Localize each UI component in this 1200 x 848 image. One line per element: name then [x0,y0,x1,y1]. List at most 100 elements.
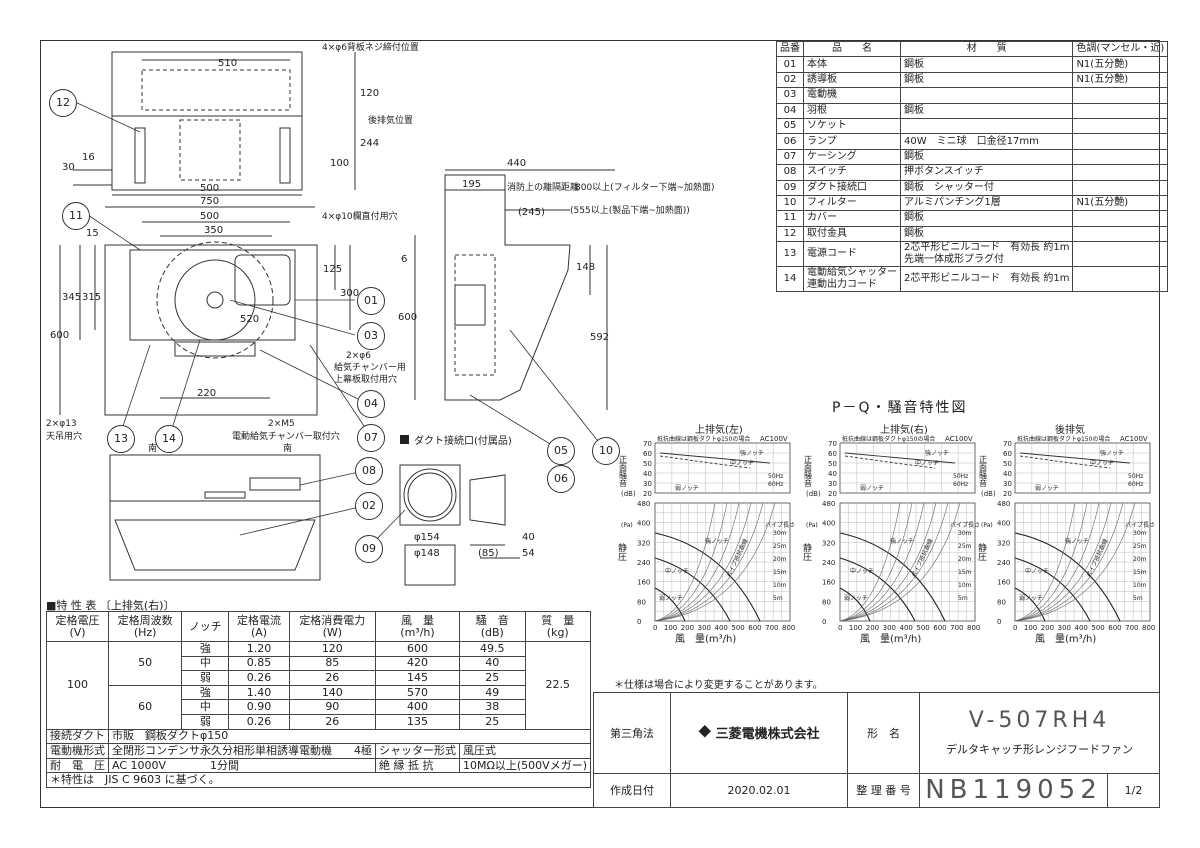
dim-text-500a: 500 [200,183,219,194]
pipe-length-tick: 30m [958,530,972,537]
pq-notch-strong: 強ノッチ [705,537,729,545]
fan-inner-circle [174,259,256,341]
pipe-resistance-curve [654,502,740,622]
callout-10: 10 [592,437,620,465]
pq-note: 抵抗曲線は鋼板ダクトφ150の場合 [842,435,935,443]
part-material: 2芯平形ビニルコード 有効長 約1m [899,266,1074,293]
bracket-right [279,127,291,184]
x-tick: 0 [1013,624,1017,632]
projection-method: 第三角法 [593,692,671,774]
x-tick: 600 [933,624,946,632]
part-color [1072,266,1169,293]
pressure-tick: 320 [822,539,835,547]
pq-ac: AC100V [760,435,788,443]
pressure-tick: 320 [997,539,1010,547]
noise-notch-mid: 中ノッチ [915,459,939,467]
noise-tick: 30 [828,480,837,488]
dim-text-30: 30 [62,162,75,173]
pq-chart-title: 上排気(右) [880,423,928,436]
note-555: (555以上(製品下端~加熱面)) [570,204,690,216]
spec-cell: 120 [288,641,377,657]
pipe-resistance-curve [1014,502,1124,622]
spec-cell: 38 [459,699,526,715]
noise-tick: 60 [1003,450,1012,458]
pressure-ylabel: 静圧 [801,542,812,562]
dim-text-315: 315 [82,292,101,303]
dim-text-350: 350 [204,225,223,236]
x-tick: 500 [1091,624,1104,632]
dim-text-600-side: 600 [398,312,417,323]
noise-notch-mid: 中ノッチ [730,459,754,467]
noise-curve-strong [1019,452,1131,464]
side-view-outline [444,174,571,401]
note-m5: 2×M5 [268,419,295,429]
dim-text-500b: 500 [200,211,219,222]
pq-notch-strong: 強ノッチ [890,537,914,545]
pipe-length-tick: 20m [773,556,787,563]
pipe-resistance-curve [654,502,728,622]
dim-text-220: 220 [197,388,216,399]
pipe-length-tick: 25m [773,543,787,550]
motor-label: 電動機形式 [46,743,109,759]
note-2x6b: 給気チャンバー用 [334,361,406,373]
spec-cell: 140 [288,684,377,701]
pq-curve-strong [1014,532,1121,622]
product-name: デルタキャッチ形レンジフードファン [946,743,1133,757]
note-2x6: 2×φ6 [346,351,371,361]
pq-chart-title: 後排気 [1055,423,1085,436]
pipe-resistance-curve [1014,502,1136,622]
front-upper-panel [109,454,321,502]
pq-curve-mid [839,557,916,622]
spec-header: 風 量 (m³/h) [375,611,460,642]
note-2x13: 2×φ13 [46,419,77,429]
pq-ac: AC100V [945,435,973,443]
pressure-tick: 480 [822,500,835,508]
top-view-lower [111,115,303,191]
noise-curve-mid [659,455,751,469]
dim-text-16: 16 [82,152,95,163]
dim-text-148b: φ148 [414,548,440,559]
x-tick: 500 [731,624,744,632]
pipe-resistance-curve [1014,502,1088,622]
spec-cell: 85 [288,655,377,672]
pipe-length-tick: 10m [1133,582,1147,589]
spec-info-row: 接続ダクト市販 鋼板ダクトφ150 [46,728,591,745]
note-2x13b: 天吊用穴 [46,430,82,442]
spec-header: 定格電流 (A) [228,611,290,642]
spec-cell: 1.40 [228,684,290,701]
pressure-tick: 80 [637,598,646,606]
dim-text-440: 440 [507,158,526,169]
casing-box [234,254,291,306]
spec-cell: 570 [375,684,460,701]
noise-notch-strong: 強ノッチ [740,449,764,457]
dim-text-750: 750 [200,196,219,207]
legend-60hz: 60Hz [953,481,968,488]
label-south-2: 南 [283,442,292,454]
pq-chart-title: 上排気(左) [695,423,743,436]
spec-header: 騒 音 (dB) [459,611,526,642]
part-material [899,87,1074,104]
part-name: 取付金具 [803,225,901,243]
callout-13: 13 [107,425,135,453]
notice-text: ＊仕様は場合により変更することがあります。 [614,680,823,691]
model-label: 形 名 [847,692,920,774]
fan-hub [206,291,224,309]
spec-cell: 0.26 [228,670,290,686]
x-tick: 0 [653,624,657,632]
spec-info-row: 電動機形式全閉形コンデンサ永久分相形単相誘導電動機 4極シャッター形式風圧式 [46,743,591,759]
pipe-resistance-curve [1014,502,1076,622]
pipe-length-label: パイプ長さ [1125,522,1155,529]
dim-text-345: 345 [62,292,81,303]
part-material: 鋼板 [899,71,1074,89]
spec-cell: 49.5 [459,641,526,657]
model-number: V-507RH4 [968,708,1111,734]
part-material: 鋼板 [899,56,1074,73]
vent-position-box [179,119,241,181]
